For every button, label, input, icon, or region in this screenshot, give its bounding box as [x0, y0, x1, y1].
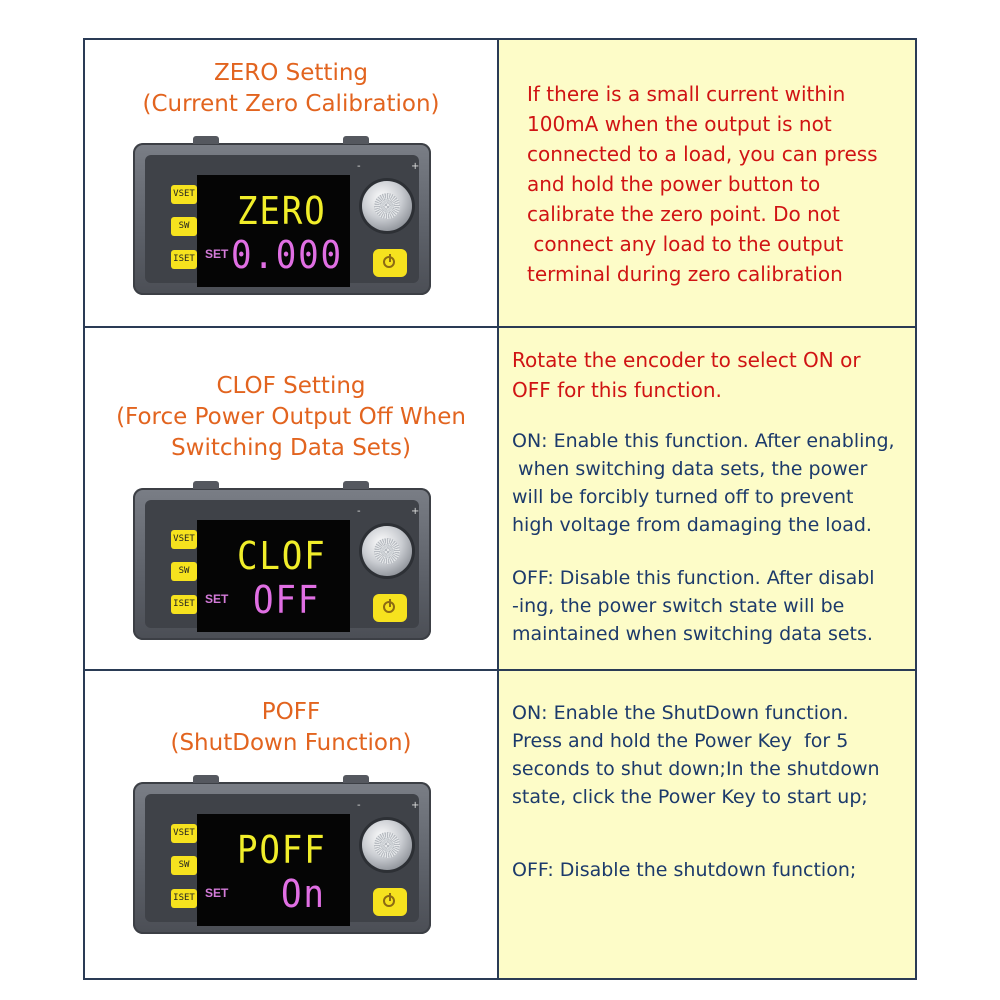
lcd-screen: CLOF SET OFF	[197, 520, 350, 632]
lcd-top-readout: POFF	[237, 828, 327, 872]
text-line: connected to a load, you can press	[527, 142, 878, 166]
clof-off-description: OFF: Disable this function. After disabl…	[512, 564, 875, 648]
encoder-knob-icon	[362, 526, 412, 576]
plus-mark: +	[411, 800, 420, 811]
clof-setting-title: CLOF Setting (Force Power Output Off Whe…	[85, 371, 497, 464]
row-divider-1	[83, 326, 917, 328]
feature-table	[83, 38, 917, 980]
right-column-background	[499, 40, 915, 978]
text-line: 100mA when the output is not	[527, 112, 832, 136]
poff-off-description: OFF: Disable the shutdown function;	[512, 856, 856, 884]
device-bezel: VSET SW ISET POFF SET On - +	[145, 794, 420, 926]
lcd-set-label: SET	[205, 592, 229, 606]
vset-key: VSET	[171, 530, 197, 549]
device-poff: VSET SW ISET POFF SET On - +	[133, 775, 431, 934]
device-clof: VSET SW ISET CLOF SET OFF - +	[133, 481, 431, 640]
device-ear	[343, 775, 369, 783]
title-line: ZERO Setting	[213, 60, 369, 86]
text-line: seconds to shut down;In the shutdown	[512, 758, 880, 780]
power-button-icon	[373, 888, 407, 916]
text-line: connect any load to the output	[527, 232, 844, 256]
zero-setting-title: ZERO Setting (Current Zero Calibration)	[85, 58, 497, 120]
plus-mark: +	[411, 506, 420, 517]
text-line: calibrate the zero point. Do not	[527, 202, 840, 226]
sw-key: SW	[171, 856, 197, 875]
row-divider-2	[83, 669, 917, 671]
lcd-screen: POFF SET On	[197, 814, 350, 926]
title-line: Switching Data Sets)	[171, 435, 411, 461]
device-zero: VSET SW ISET ZERO SET 0.000 - +	[133, 136, 431, 295]
zero-description: If there is a small current within 100mA…	[527, 79, 878, 289]
poff-on-description: ON: Enable the ShutDown function. Press …	[512, 699, 880, 811]
text-line: -ing, the power switch state will be	[512, 595, 845, 617]
text-line: Rotate the encoder to select ON or	[512, 348, 861, 372]
minus-mark: -	[357, 800, 361, 811]
lcd-top-readout: CLOF	[237, 534, 327, 578]
device-ear	[343, 481, 369, 489]
text-line: will be forcibly turned off to prevent	[512, 486, 854, 508]
device-ear	[193, 775, 219, 783]
text-line: OFF for this function.	[512, 378, 722, 402]
device-ear	[193, 481, 219, 489]
iset-key: ISET	[171, 889, 197, 908]
lcd-bottom-readout: On	[281, 872, 326, 916]
text-line: ON: Enable this function. After enabling…	[512, 430, 895, 452]
iset-key: ISET	[171, 595, 197, 614]
title-line: (Current Zero Calibration)	[142, 91, 440, 117]
sw-key: SW	[171, 217, 197, 236]
title-line: CLOF Setting	[216, 373, 366, 399]
power-button-icon	[373, 249, 407, 277]
minus-mark: -	[357, 506, 361, 517]
plus-mark: +	[411, 161, 420, 172]
lcd-set-label: SET	[205, 247, 229, 261]
text-line: Press and hold the Power Key for 5	[512, 730, 849, 752]
text-line: OFF: Disable this function. After disabl	[512, 567, 875, 589]
device-bezel: VSET SW ISET CLOF SET OFF - +	[145, 500, 420, 632]
column-divider	[497, 38, 499, 980]
device-ear	[193, 136, 219, 144]
text-line: and hold the power button to	[527, 172, 821, 196]
lcd-bottom-readout: OFF	[253, 578, 321, 622]
title-line: (Force Power Output Off When	[116, 404, 466, 430]
sw-key: SW	[171, 562, 197, 581]
clof-intro: Rotate the encoder to select ON or OFF f…	[512, 345, 861, 405]
text-line: high voltage from damaging the load.	[512, 514, 872, 536]
vset-key: VSET	[171, 824, 197, 843]
lcd-bottom-readout: 0.000	[231, 233, 343, 277]
lcd-set-label: SET	[205, 886, 229, 900]
text-line: maintained when switching data sets.	[512, 623, 873, 645]
text-line: terminal during zero calibration	[527, 262, 843, 286]
vset-key: VSET	[171, 185, 197, 204]
poff-title: POFF (ShutDown Function)	[85, 697, 497, 759]
encoder-knob-icon	[362, 820, 412, 870]
iset-key: ISET	[171, 250, 197, 269]
text-line: state, click the Power Key to start up;	[512, 786, 868, 808]
title-line: (ShutDown Function)	[170, 730, 412, 756]
device-ear	[343, 136, 369, 144]
text-line: ON: Enable the ShutDown function.	[512, 702, 849, 724]
power-button-icon	[373, 594, 407, 622]
device-bezel: VSET SW ISET ZERO SET 0.000 - +	[145, 155, 420, 287]
title-line: POFF	[261, 699, 321, 725]
text-line: If there is a small current within	[527, 82, 846, 106]
encoder-knob-icon	[362, 181, 412, 231]
lcd-top-readout: ZERO	[237, 189, 327, 233]
text-line: OFF: Disable the shutdown function;	[512, 859, 857, 881]
text-line: when switching data sets, the power	[512, 458, 868, 480]
lcd-screen: ZERO SET 0.000	[197, 175, 350, 287]
clof-on-description: ON: Enable this function. After enabling…	[512, 427, 895, 539]
minus-mark: -	[357, 161, 361, 172]
